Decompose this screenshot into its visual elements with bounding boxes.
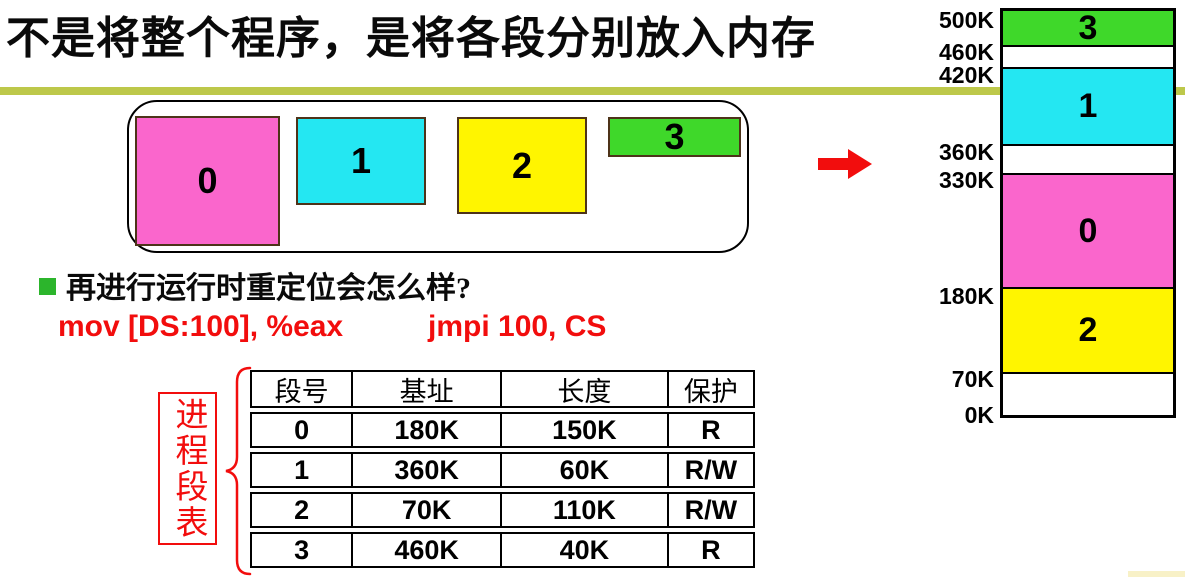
- table-row: 0 180K 150K R: [250, 412, 755, 448]
- memory-free-gap: [1003, 47, 1173, 69]
- table-cell: R: [701, 414, 721, 445]
- table-header-cell: 段号: [252, 372, 354, 407]
- memory-band-label: 0: [1078, 211, 1098, 250]
- table-cell: 460K: [353, 534, 503, 566]
- process-segment-table-label-box: 进程段表: [158, 392, 217, 545]
- table-cell: R: [701, 534, 721, 565]
- table-cell: 110K: [502, 494, 669, 526]
- program-segment-3: 3: [608, 116, 741, 157]
- table-cell: R/W: [684, 494, 738, 525]
- address-label: 70K: [951, 366, 994, 392]
- bullet-square-icon: [39, 278, 56, 295]
- code-instruction-jmpi: jmpi 100, CS: [428, 310, 607, 343]
- program-segment-label: 3: [664, 116, 685, 157]
- title-underline: [0, 87, 1185, 95]
- table-header-cell: 保护: [683, 376, 738, 407]
- memory-band-3: 3: [1003, 8, 1173, 47]
- address-label: 460K: [939, 39, 994, 65]
- program-segment-label: 0: [197, 160, 218, 201]
- address-label: 180K: [939, 283, 994, 309]
- address-label: 330K: [939, 167, 994, 193]
- table-cell: 0: [252, 414, 354, 446]
- table-header-cell: 基址: [353, 372, 503, 407]
- table-cell: 70K: [353, 494, 503, 526]
- table-cell: 1: [252, 454, 354, 486]
- program-segment-label: 1: [350, 140, 372, 181]
- segment-table: 段号 基址 长度 保护 0 180K 150K R 1 360K 60K R/W…: [250, 370, 755, 572]
- memory-band-2: 2: [1003, 289, 1173, 374]
- table-cell: 360K: [353, 454, 503, 486]
- bullet-question-text: 再进行运行时重定位会怎么样?: [66, 272, 471, 305]
- memory-band-label: 1: [1078, 87, 1098, 125]
- table-cell: 180K: [353, 414, 503, 446]
- table-row: 2 70K 110K R/W: [250, 492, 755, 528]
- table-cell: 3: [252, 534, 354, 566]
- address-label: 420K: [939, 62, 994, 88]
- memory-free-gap: [1003, 146, 1173, 175]
- table-cell: 2: [252, 494, 354, 526]
- memory-band-0: 0: [1003, 175, 1173, 289]
- program-segment-0: 0: [135, 116, 280, 246]
- bottom-accent-line: [1128, 571, 1185, 577]
- table-cell: 60K: [502, 454, 669, 486]
- memory-free-gap: [1003, 374, 1173, 415]
- table-header-row: 段号 基址 长度 保护: [250, 370, 755, 408]
- right-arrow-icon: [818, 149, 872, 179]
- table-header-cell: 长度: [502, 372, 669, 407]
- code-instruction-mov: mov [DS:100], %eax: [58, 310, 344, 343]
- memory-band-1: 1: [1003, 69, 1173, 146]
- table-row: 3 460K 40K R: [250, 532, 755, 568]
- memory-column: 3 1 0 2: [1000, 8, 1176, 418]
- address-label: 500K: [939, 7, 994, 33]
- table-row: 1 360K 60K R/W: [250, 452, 755, 488]
- memory-band-label: 2: [1078, 311, 1098, 349]
- table-cell: R/W: [684, 454, 738, 485]
- program-segment-2: 2: [457, 117, 587, 214]
- left-brace-icon: [225, 366, 252, 576]
- address-label: 0K: [964, 402, 994, 428]
- memory-band-label: 3: [1078, 8, 1098, 47]
- address-label: 360K: [939, 139, 994, 165]
- page-title: 不是将整个程序，是将各段分别放入内存: [6, 14, 816, 63]
- program-segment-label: 2: [511, 144, 533, 186]
- table-cell: 40K: [502, 534, 669, 566]
- program-segment-1: 1: [296, 117, 426, 205]
- process-segment-table-label: 进程段表: [170, 396, 206, 541]
- table-cell: 150K: [502, 414, 669, 446]
